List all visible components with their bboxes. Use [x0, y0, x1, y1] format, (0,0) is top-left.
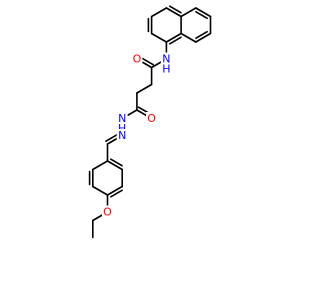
atom-o-label: O [131, 52, 143, 66]
single-bond [150, 32, 168, 43]
single-bond [180, 32, 197, 43]
double-bond-line [110, 158, 123, 167]
double-bond-line [195, 10, 208, 20]
atom-symbol: O [147, 112, 156, 125]
attached-hydrogen: H [118, 122, 126, 135]
single-bond [92, 185, 109, 196]
atom-label-background [146, 112, 158, 125]
atom-o-label: O [102, 205, 113, 219]
double-bond-line [106, 160, 123, 171]
double-bond-line [195, 7, 212, 18]
double-bond-line [110, 189, 123, 198]
atom-label-background [116, 112, 128, 134]
single-bond [180, 7, 197, 18]
bonds-layer [88, 5, 212, 239]
double-bond-line [165, 32, 182, 43]
atom-label-background [116, 129, 128, 142]
atom-label-background [160, 52, 172, 75]
single-bond [92, 160, 109, 171]
atom-o-label: O [146, 112, 158, 125]
double-bond-line [195, 30, 208, 40]
double-bond-line [165, 7, 182, 18]
double-bond-line [106, 185, 123, 196]
atom-label-background [102, 205, 113, 219]
atom-n-label: NH [160, 52, 172, 76]
double-bond-line [168, 5, 182, 14]
single-bond [150, 7, 168, 18]
atom-symbol: N [162, 53, 170, 66]
atom-symbol: O [133, 53, 142, 66]
atom-n-label: N [116, 129, 128, 142]
attached-hydrogen: H [162, 63, 170, 76]
single-bond [136, 83, 153, 94]
double-bond-line [168, 36, 182, 45]
atom-symbol: N [118, 129, 126, 142]
atom-n-label: NH [116, 112, 128, 135]
double-bond-line [195, 32, 212, 43]
atom-symbol: N [118, 112, 126, 125]
atom-symbol: O [103, 206, 112, 219]
background [0, 0, 300, 300]
atom-label-background [131, 52, 143, 66]
